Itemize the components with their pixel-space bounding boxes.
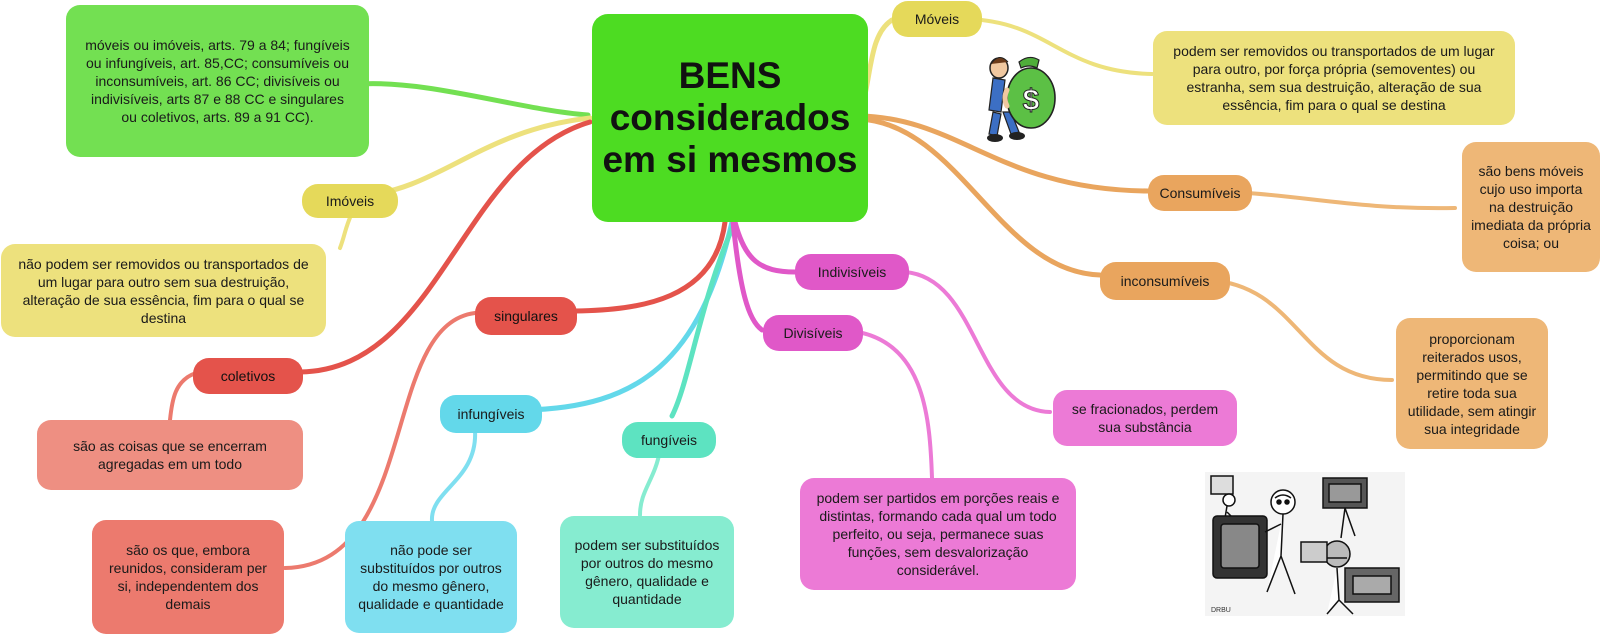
infungiveis-description-text: não pode ser substituídos por outros do … bbox=[358, 542, 504, 612]
fungiveis-description[interactable]: podem ser substituídos por outros do mes… bbox=[560, 516, 734, 628]
coletivos-topic[interactable]: coletivos bbox=[193, 358, 303, 394]
movers-illustration: DRBU bbox=[1205, 472, 1405, 616]
money-bag-man-illustration: $ bbox=[987, 56, 1056, 142]
imoveis-description[interactable]: não podem ser removidos ou transportados… bbox=[1, 244, 326, 337]
categories-note-text: móveis ou imóveis, arts. 79 a 84; fungív… bbox=[85, 37, 350, 125]
coletivos-description-text: são as coisas que se encerram agregadas … bbox=[73, 438, 267, 472]
divisiveis-description[interactable]: podem ser partidos em porções reais e di… bbox=[800, 478, 1076, 590]
infungiveis-label: infungíveis bbox=[457, 406, 525, 422]
divisiveis-description-text: podem ser partidos em porções reais e di… bbox=[816, 490, 1060, 578]
central-topic[interactable]: BENS considerados em si mesmos bbox=[592, 14, 868, 222]
connector-consumiveis-desc bbox=[1230, 190, 1457, 211]
moveis-description-text: podem ser removidos ou transportados de … bbox=[1173, 43, 1495, 113]
singulares-topic[interactable]: singulares bbox=[475, 297, 577, 335]
divisiveis-topic[interactable]: Divisíveis bbox=[763, 315, 863, 351]
fungiveis-description-text: podem ser substituídos por outros do mes… bbox=[574, 537, 720, 607]
money-bag-symbol: $ bbox=[1023, 84, 1040, 117]
singulares-description-text: são os que, embora reunidos, consideram … bbox=[109, 542, 267, 612]
categories-note[interactable]: móveis ou imóveis, arts. 79 a 84; fungív… bbox=[66, 5, 369, 157]
connector-imoveis-desc bbox=[338, 211, 354, 250]
moveis-label: Móveis bbox=[914, 11, 960, 27]
connector-infungiveis-desc bbox=[429, 428, 478, 523]
connector-divisiveis-desc bbox=[856, 330, 934, 480]
imoveis-description-text: não podem ser removidos ou transportados… bbox=[18, 255, 309, 326]
connector-inconsumiveis-desc bbox=[1206, 278, 1394, 382]
connector-divisiveis bbox=[730, 219, 765, 333]
central-topic-title: BENS considerados em si mesmos bbox=[602, 55, 858, 180]
coletivos-description[interactable]: são as coisas que se encerram agregadas … bbox=[37, 420, 303, 490]
imoveis-topic[interactable]: Imóveis bbox=[302, 184, 398, 218]
indivisiveis-label: Indivisíveis bbox=[817, 264, 887, 280]
consumiveis-description-text: são bens móveis cujo uso importa na dest… bbox=[1471, 163, 1591, 251]
connector-green-note bbox=[357, 81, 591, 118]
connector-fungiveis-desc bbox=[638, 448, 662, 517]
connector-indivisiveis bbox=[732, 219, 798, 275]
consumiveis-label: Consumíveis bbox=[1159, 185, 1241, 201]
connector-consumiveis bbox=[857, 113, 1151, 194]
consumiveis-description[interactable]: são bens móveis cujo uso importa na dest… bbox=[1462, 142, 1600, 272]
connector-singulares bbox=[572, 219, 728, 314]
coletivos-label: coletivos bbox=[220, 368, 276, 384]
moveis-topic[interactable]: Móveis bbox=[892, 1, 982, 37]
moveis-description[interactable]: podem ser removidos ou transportados de … bbox=[1153, 31, 1515, 125]
connector-inconsumiveis bbox=[857, 116, 1103, 278]
fungiveis-topic[interactable]: fungíveis bbox=[622, 422, 716, 458]
connector-moveis-desc bbox=[966, 17, 1154, 76]
infungiveis-topic[interactable]: infungíveis bbox=[440, 395, 542, 433]
fungiveis-label: fungíveis bbox=[640, 432, 698, 448]
indivisiveis-description[interactable]: se fracionados, perdem sua substância bbox=[1053, 390, 1237, 446]
connector-singulares-desc bbox=[283, 311, 477, 570]
connector-indivisiveis-desc bbox=[903, 270, 1052, 414]
inconsumiveis-label: inconsumíveis bbox=[1120, 273, 1210, 289]
connector-coletivos-desc bbox=[168, 371, 198, 422]
imoveis-label: Imóveis bbox=[325, 193, 375, 209]
indivisiveis-description-text: se fracionados, perdem sua substância bbox=[1071, 401, 1219, 435]
singulares-description[interactable]: são os que, embora reunidos, consideram … bbox=[92, 520, 284, 634]
singulares-label: singulares bbox=[494, 308, 558, 324]
connector-coletivos bbox=[297, 119, 593, 375]
infungiveis-description[interactable]: não pode ser substituídos por outros do … bbox=[345, 521, 517, 633]
movers-signature: DRBU bbox=[1211, 607, 1231, 614]
consumiveis-topic[interactable]: Consumíveis bbox=[1148, 175, 1252, 211]
inconsumiveis-topic[interactable]: inconsumíveis bbox=[1100, 262, 1230, 300]
indivisiveis-topic[interactable]: Indivisíveis bbox=[795, 254, 909, 290]
inconsumiveis-description-text: proporcionam reiterados usos, permitindo… bbox=[1407, 330, 1537, 437]
connector-fungiveis bbox=[669, 219, 738, 419]
divisiveis-label: Divisíveis bbox=[783, 325, 843, 341]
connector-imoveis bbox=[357, 115, 593, 199]
inconsumiveis-description[interactable]: proporcionam reiterados usos, permitindo… bbox=[1396, 318, 1548, 449]
